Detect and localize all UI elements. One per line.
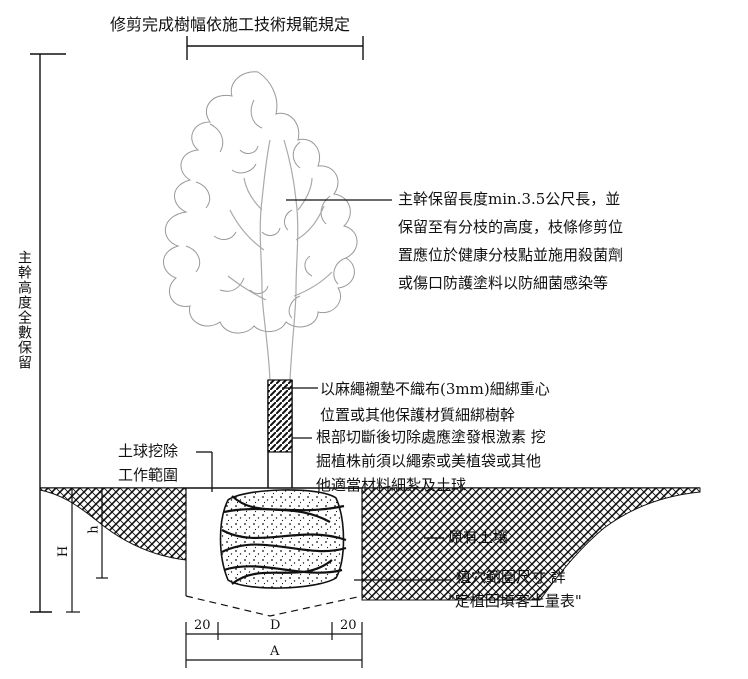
root-note-line-3: 他適當材料細紮及土球: [316, 476, 467, 494]
tree-branches: [227, 139, 333, 381]
dim-h-label: h: [86, 525, 102, 534]
leader-lines: [196, 199, 452, 581]
soil-left: [39, 487, 187, 561]
ball-removal-label-1: 土球挖除: [118, 442, 179, 460]
pit-note-line-1: 植穴範圍尺寸 詳: [456, 568, 566, 586]
tree-canopy: [163, 71, 358, 334]
crown-width-note: 修剪完成樹幅依施工技術規範規定: [110, 15, 351, 34]
wrap-note-line-1: 以麻繩襯墊不織布(3mm)細綁重心: [320, 380, 550, 398]
tree-trunk: [267, 379, 293, 488]
trunk-wrap: [267, 379, 293, 453]
trunk-note-line-4: 或傷口防護塗料以防細菌感染等: [398, 274, 609, 292]
trunk-note-line-1: 主幹保留長度min.3.5公尺長，並: [398, 190, 621, 208]
root-ball: [219, 489, 347, 589]
existing-soil-label: 原有土壤: [448, 528, 509, 546]
dim-right-20: 20: [340, 618, 357, 633]
root-note-line-1: 根部切斷後切除處應塗發根激素 挖: [316, 428, 546, 446]
dim-H-label: H: [56, 545, 72, 558]
width-dimensions: [185, 622, 363, 668]
depth-dimensions: [66, 488, 108, 613]
root-note-line-2: 掘植株前須以繩索或美植袋或其他: [316, 452, 542, 470]
dim-A-label: A: [270, 644, 280, 659]
ball-removal-label-2: 工作範圍: [118, 466, 179, 484]
dim-D-label: D: [270, 618, 281, 633]
wrap-note-line-2: 位置或其他保護材質細綁樹幹: [320, 406, 516, 424]
crown-width-dimension: [186, 36, 364, 60]
soil-right: [361, 487, 701, 601]
trunk-note-line-3: 置應位於健康分枝點並施用殺菌劑: [398, 246, 624, 264]
planting-pit: [185, 488, 363, 617]
pit-note-line-2: "定植回填客土量表": [448, 592, 582, 610]
trunk-height-dimension: [30, 53, 66, 613]
dim-left-20: 20: [194, 618, 211, 633]
trunk-height-note: 主幹高度全數保留: [16, 250, 32, 370]
trunk-note-line-2: 保留至有分枝的高度，枝條修剪位: [398, 218, 624, 236]
